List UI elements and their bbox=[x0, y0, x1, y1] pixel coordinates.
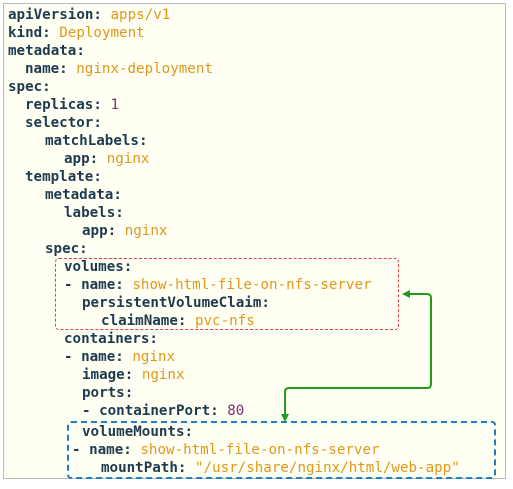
yaml-key: matchLabels bbox=[45, 133, 139, 149]
code-line: mountPath: "/usr/share/nginx/html/web-ap… bbox=[101, 460, 460, 476]
volume-mounts-highlight-box bbox=[67, 421, 496, 479]
code-line: - name: show-html-file-on-nfs-server bbox=[72, 442, 380, 458]
yaml-key: replicas bbox=[25, 97, 94, 113]
yaml-value: nginx-deployment bbox=[76, 61, 213, 77]
yaml-key: image bbox=[82, 367, 125, 383]
yaml-value: nginx bbox=[124, 223, 168, 239]
yaml-number: 1 bbox=[110, 97, 119, 113]
yaml-key: name bbox=[81, 277, 116, 293]
yaml-value: nginx bbox=[141, 367, 185, 383]
code-line: template: bbox=[25, 169, 102, 185]
yaml-key: spec bbox=[45, 241, 80, 257]
yaml-value: Deployment bbox=[59, 25, 145, 41]
yaml-key: name bbox=[25, 61, 60, 77]
code-line: app: nginx bbox=[82, 223, 168, 239]
yaml-key: spec bbox=[8, 79, 43, 95]
yaml-value: nginx bbox=[132, 349, 176, 365]
yaml-key: claimName bbox=[101, 313, 178, 329]
yaml-key: persistentVolumeClaim bbox=[82, 295, 262, 311]
code-line: metadata: bbox=[45, 187, 122, 203]
code-line: kind: Deployment bbox=[8, 25, 145, 41]
yaml-number: 80 bbox=[227, 403, 245, 419]
code-line: volumeMounts: bbox=[82, 424, 194, 440]
yaml-key: ports bbox=[82, 385, 125, 401]
yaml-code: apiVersion: apps/v1 kind: Deployment met… bbox=[0, 0, 460, 476]
yaml-key: containerPort bbox=[99, 403, 211, 419]
yaml-key: mountPath bbox=[101, 460, 178, 476]
yaml-key: labels bbox=[64, 205, 116, 221]
code-line: metadata: bbox=[8, 43, 85, 59]
code-line: app: nginx bbox=[64, 151, 150, 167]
code-line: name: nginx-deployment bbox=[25, 61, 213, 77]
yaml-key: selector bbox=[25, 115, 94, 131]
yaml-key: app bbox=[82, 223, 108, 239]
code-line: claimName: pvc-nfs bbox=[101, 313, 255, 329]
yaml-key: name bbox=[89, 442, 124, 458]
yaml-key: apiVersion bbox=[8, 7, 94, 23]
code-line: matchLabels: bbox=[45, 133, 148, 149]
yaml-key: containers bbox=[64, 331, 150, 347]
code-line: - name: show-html-file-on-nfs-server bbox=[64, 277, 372, 293]
code-line: - containerPort: 80 bbox=[82, 403, 245, 419]
volume-link-arrow bbox=[281, 290, 432, 422]
yaml-key: metadata bbox=[45, 187, 114, 203]
yaml-key: volumeMounts bbox=[82, 424, 185, 440]
yaml-value: show-html-file-on-nfs-server bbox=[140, 442, 380, 458]
code-line: volumes: bbox=[64, 259, 133, 275]
code-line: labels: bbox=[64, 205, 124, 221]
yaml-key: name bbox=[81, 349, 116, 365]
code-line: image: nginx bbox=[82, 367, 185, 383]
yaml-key: volumes bbox=[64, 259, 124, 275]
yaml-value: show-html-file-on-nfs-server bbox=[132, 277, 372, 293]
code-line: persistentVolumeClaim: bbox=[82, 295, 270, 311]
code-line: spec: bbox=[45, 241, 88, 257]
code-line: containers: bbox=[64, 331, 158, 347]
yaml-key: template bbox=[25, 169, 94, 185]
code-line: - name: nginx bbox=[64, 349, 176, 365]
yaml-key: kind bbox=[8, 25, 43, 41]
yaml-value: nginx bbox=[106, 151, 150, 167]
yaml-value: pvc-nfs bbox=[194, 313, 255, 329]
yaml-value: "/usr/share/nginx/html/web-app" bbox=[194, 460, 460, 476]
yaml-key: app bbox=[64, 151, 90, 167]
code-line: selector: bbox=[25, 115, 102, 131]
yaml-key: metadata bbox=[8, 43, 77, 59]
code-line: ports: bbox=[82, 385, 134, 401]
yaml-editor-frame bbox=[3, 3, 506, 479]
yaml-value: apps/v1 bbox=[110, 7, 171, 23]
code-line: apiVersion: apps/v1 bbox=[8, 7, 171, 23]
code-line: replicas: 1 bbox=[25, 97, 119, 113]
code-line: spec: bbox=[8, 79, 51, 95]
